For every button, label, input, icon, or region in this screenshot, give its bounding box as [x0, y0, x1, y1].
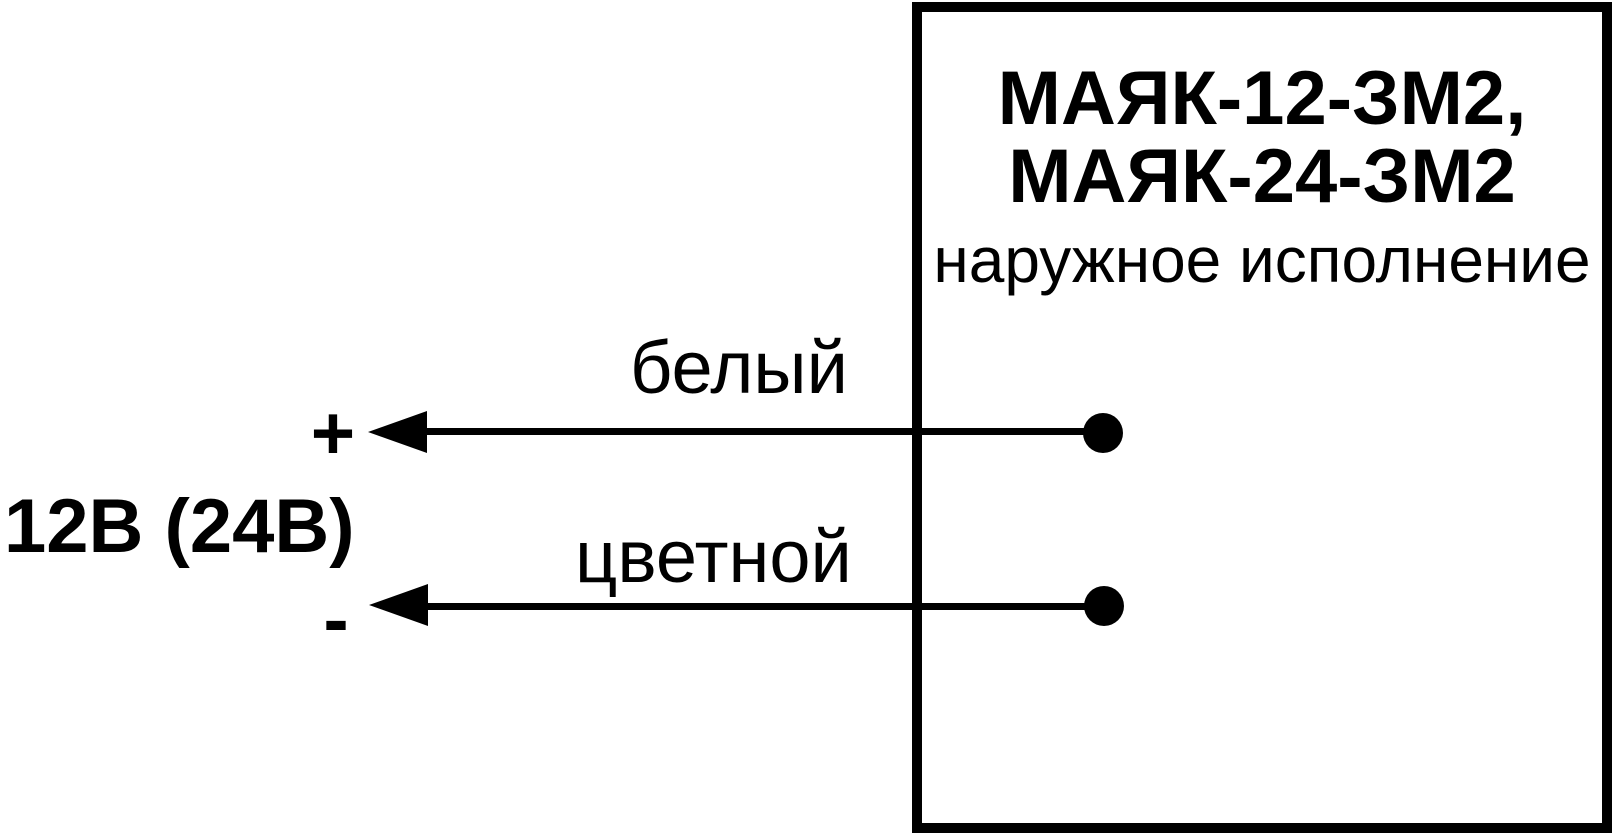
minus-polarity-label: - [323, 577, 349, 662]
device-box [912, 2, 1612, 833]
power-source-label: 12В (24В) [4, 484, 355, 569]
terminal-dot-white [1083, 413, 1123, 453]
wire-label-colored: цветной [575, 515, 852, 598]
device-model-line1: МАЯК-12-ЗМ2, [997, 56, 1527, 141]
plus-polarity-label: + [310, 391, 356, 476]
device-variant-label: наружное исполнение [933, 224, 1591, 296]
white-wire-line [400, 428, 1103, 435]
left-arrowhead-icon [369, 584, 428, 626]
wire-label-white: белый [630, 326, 848, 409]
device-model-line2: МАЯК-24-ЗМ2 [1008, 134, 1516, 219]
terminal-dot-colored [1084, 586, 1124, 626]
colored-wire-line [400, 603, 1104, 610]
left-arrowhead-icon [368, 411, 427, 453]
device-title: МАЯК-12-ЗМ2, МАЯК-24-ЗМ2 наружное исполн… [912, 56, 1612, 297]
